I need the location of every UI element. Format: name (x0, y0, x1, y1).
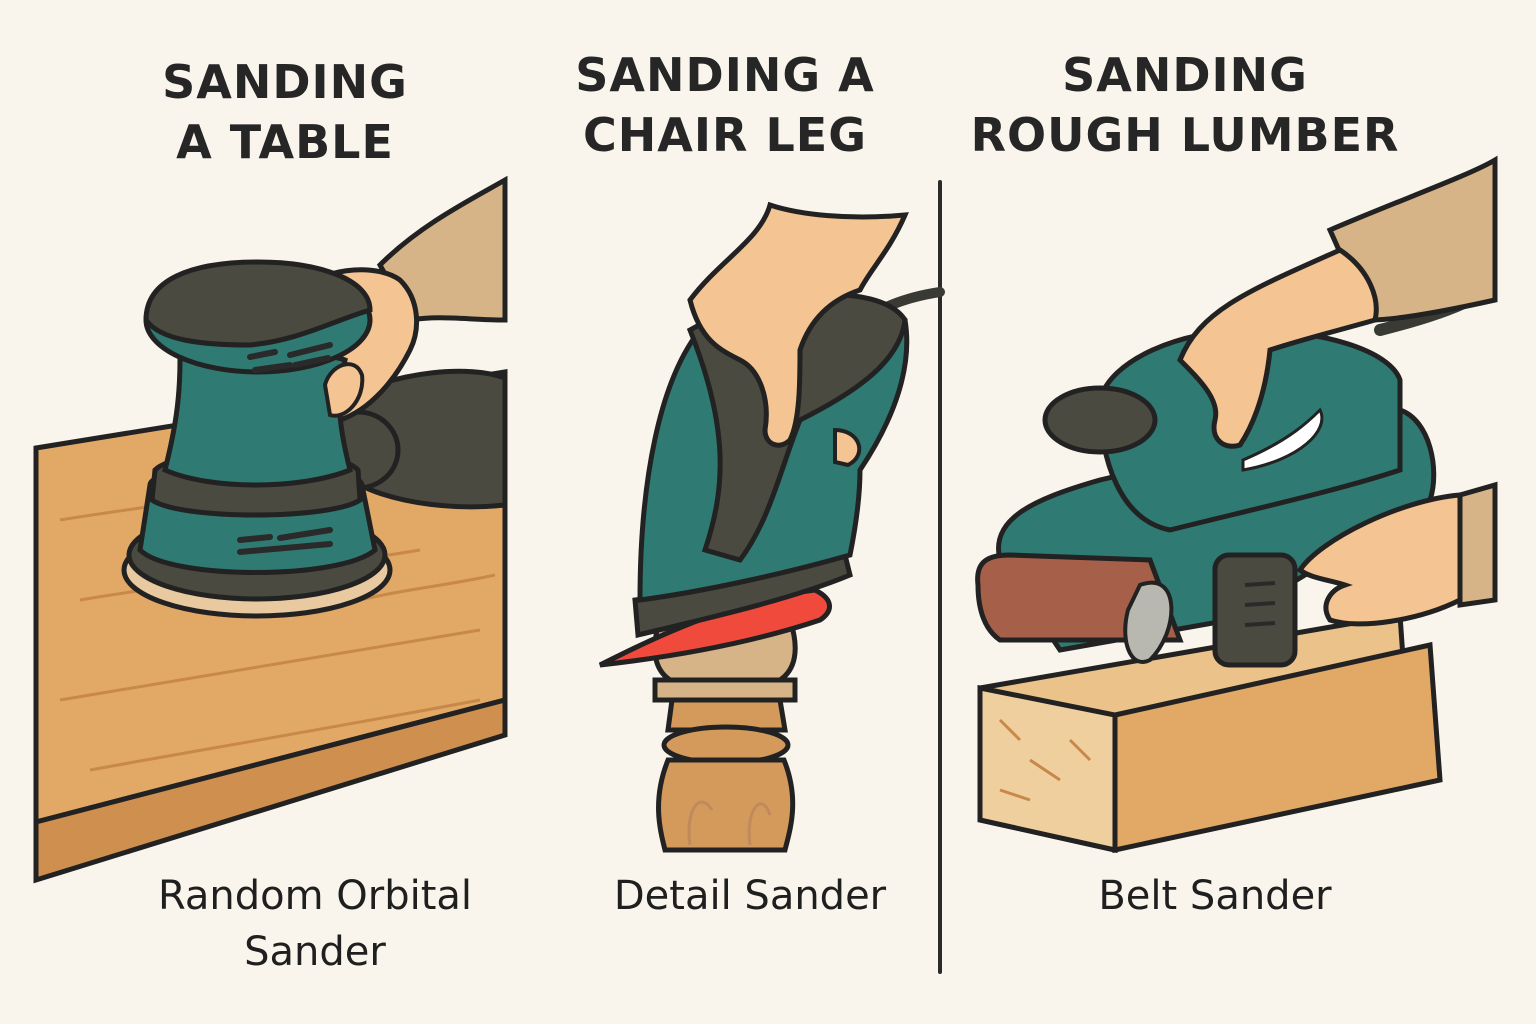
panel-divider (938, 180, 942, 974)
panel-2-title-line1: SANDING A (575, 48, 875, 102)
random-orbital-sander-icon (121, 175, 508, 619)
panel-1-caption-line2: Sander (244, 929, 386, 975)
panel-3-title-line2: ROUGH LUMBER (970, 108, 1400, 162)
belt-sander-icon (975, 155, 1498, 668)
panel-1-title-line2: A TABLE (176, 115, 394, 169)
panel-2-title-line2: CHAIR LEG (583, 108, 867, 162)
detail-sander-icon (598, 201, 945, 668)
panel-2-caption: Detail Sander (560, 868, 940, 924)
panel-3-title-line1: SANDING (1062, 48, 1308, 102)
rough-lumber-illustration (977, 612, 1443, 854)
panel-2-caption-line1: Detail Sander (613, 873, 887, 919)
panel-1-caption: Random Orbital Sander (110, 868, 520, 980)
panel-3-caption-line1: Belt Sander (1098, 873, 1332, 919)
panel-2-title: SANDING A CHAIR LEG (540, 45, 910, 165)
panel-3-caption: Belt Sander (1030, 868, 1400, 924)
panel-3-title: SANDING ROUGH LUMBER (960, 45, 1410, 165)
panel-1-title: SANDING A TABLE (110, 52, 460, 172)
panel-1-title-line1: SANDING (162, 55, 408, 109)
panel-1-caption-line1: Random Orbital (157, 873, 473, 919)
